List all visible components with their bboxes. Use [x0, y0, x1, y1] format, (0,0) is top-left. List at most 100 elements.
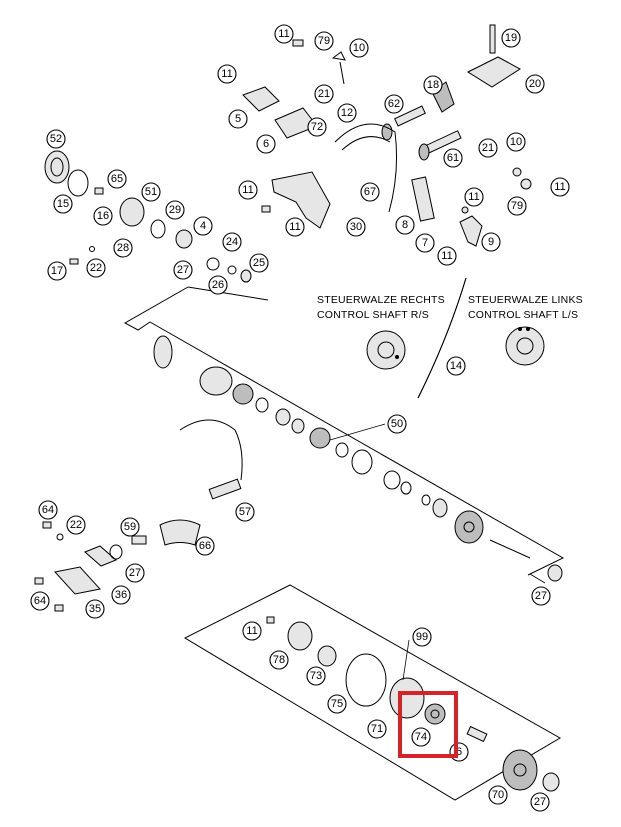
svg-text:11: 11	[242, 184, 253, 196]
callout-66[interactable]: 66	[195, 536, 215, 556]
svg-text:14: 14	[450, 360, 462, 372]
callout-10[interactable]: 10	[506, 132, 526, 152]
callout-11[interactable]: 11	[285, 217, 305, 237]
callout-50[interactable]: 50	[387, 414, 407, 434]
svg-text:8: 8	[402, 219, 408, 231]
callout-26[interactable]: 26	[208, 275, 228, 295]
svg-text:70: 70	[492, 789, 504, 801]
callout-79[interactable]: 79	[314, 31, 334, 51]
callout-64[interactable]: 64	[38, 500, 58, 520]
svg-text:52: 52	[50, 133, 62, 145]
callout-64[interactable]: 64	[30, 591, 50, 611]
svg-text:11: 11	[554, 181, 565, 193]
callout-73[interactable]: 73	[306, 666, 326, 686]
svg-text:59: 59	[124, 521, 136, 533]
svg-text:11: 11	[246, 625, 257, 637]
svg-text:72: 72	[311, 121, 323, 133]
callout-62[interactable]: 62	[384, 94, 404, 114]
callout-74[interactable]: 74	[411, 727, 431, 747]
callout-15[interactable]: 15	[53, 194, 73, 214]
callout-21[interactable]: 21	[314, 84, 334, 104]
callout-27[interactable]: 27	[531, 586, 551, 606]
callout-16[interactable]: 16	[93, 206, 113, 226]
callout-12[interactable]: 12	[337, 103, 357, 123]
control-shaft-components	[153, 335, 563, 582]
callout-21[interactable]: 21	[478, 138, 498, 158]
svg-text:79: 79	[318, 35, 330, 47]
svg-text:50: 50	[391, 418, 403, 430]
svg-text:51: 51	[145, 186, 157, 198]
callout-20[interactable]: 20	[525, 74, 545, 94]
callout-5[interactable]: 5	[228, 109, 248, 129]
svg-text:20: 20	[529, 78, 541, 90]
callout-22[interactable]: 22	[86, 258, 106, 278]
callout-14[interactable]: 14	[446, 356, 466, 376]
svg-text:29: 29	[169, 204, 181, 216]
callout-70[interactable]: 70	[488, 785, 508, 805]
callout-27[interactable]: 27	[173, 260, 193, 280]
callout-19[interactable]: 19	[501, 28, 521, 48]
leader-lines	[329, 423, 410, 681]
callout-36[interactable]: 36	[111, 585, 131, 605]
svg-text:28: 28	[117, 242, 129, 254]
callout-52[interactable]: 52	[46, 129, 66, 149]
callout-27[interactable]: 27	[530, 792, 550, 812]
callout-24[interactable]: 24	[222, 232, 242, 252]
svg-text:11: 11	[278, 28, 289, 40]
callout-51[interactable]: 51	[141, 182, 161, 202]
callout-11[interactable]: 11	[437, 246, 457, 266]
callout-59[interactable]: 59	[120, 517, 140, 537]
callouts: 11 79 10 19 11 21 18 20 62 5 12 72 6 61 …	[30, 24, 570, 812]
callout-11[interactable]: 11	[274, 24, 294, 44]
svg-text:5: 5	[235, 113, 241, 125]
callout-71[interactable]: 71	[367, 719, 387, 739]
callout-35[interactable]: 35	[85, 599, 105, 619]
control-shaft-right-gear	[366, 330, 406, 370]
svg-text:24: 24	[226, 236, 238, 248]
svg-text:27: 27	[535, 590, 547, 602]
label-left-de: STEUERWALZE LINKS	[468, 294, 583, 306]
callout-29[interactable]: 29	[165, 200, 185, 220]
callout-7[interactable]: 7	[415, 233, 435, 253]
callout-27[interactable]: 27	[125, 563, 145, 583]
callout-65[interactable]: 65	[107, 169, 127, 189]
callout-79[interactable]: 79	[507, 196, 527, 216]
svg-text:17: 17	[51, 265, 63, 277]
callout-25[interactable]: 25	[249, 253, 269, 273]
callout-18[interactable]: 18	[423, 75, 443, 95]
callout-11[interactable]: 11	[242, 621, 262, 641]
svg-text:21: 21	[318, 88, 330, 100]
callout-6[interactable]: 6	[256, 134, 276, 154]
callout-17[interactable]: 17	[47, 261, 67, 281]
callout-67[interactable]: 67	[360, 182, 380, 202]
callout-10[interactable]: 10	[349, 38, 369, 58]
callout-8[interactable]: 8	[395, 215, 415, 235]
callout-11[interactable]: 11	[238, 180, 258, 200]
callout-22[interactable]: 22	[66, 515, 86, 535]
svg-text:4: 4	[200, 220, 206, 232]
callout-11[interactable]: 11	[217, 64, 237, 84]
svg-text:62: 62	[388, 98, 400, 110]
svg-text:64: 64	[42, 504, 54, 516]
callout-6[interactable]: 6	[449, 742, 469, 762]
callout-75[interactable]: 75	[327, 694, 347, 714]
svg-text:21: 21	[482, 142, 494, 154]
callout-30[interactable]: 30	[346, 217, 366, 237]
callout-61[interactable]: 61	[443, 148, 463, 168]
callout-9[interactable]: 9	[481, 232, 501, 252]
callout-11[interactable]: 11	[464, 187, 484, 207]
label-left-en: CONTROL SHAFT L/S	[468, 309, 578, 321]
callout-28[interactable]: 28	[113, 238, 133, 258]
callout-4[interactable]: 4	[193, 216, 213, 236]
svg-text:35: 35	[89, 603, 101, 615]
svg-text:73: 73	[310, 670, 322, 682]
svg-text:36: 36	[115, 589, 127, 601]
svg-text:27: 27	[177, 264, 189, 276]
callout-11[interactable]: 11	[550, 177, 570, 197]
svg-text:10: 10	[510, 136, 522, 148]
callout-99[interactable]: 99	[412, 627, 432, 647]
callout-78[interactable]: 78	[269, 650, 289, 670]
callout-72[interactable]: 72	[307, 117, 327, 137]
callout-57[interactable]: 57	[235, 502, 255, 522]
